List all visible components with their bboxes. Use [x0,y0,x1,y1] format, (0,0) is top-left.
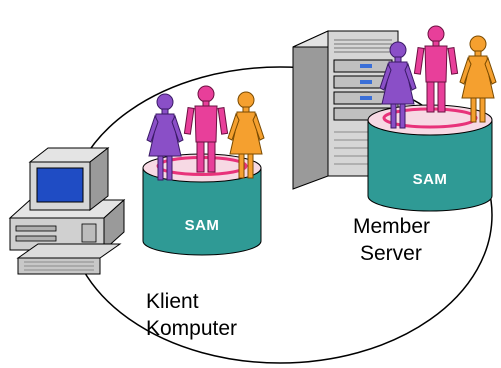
server-sam-label: SAM [413,171,448,188]
client-computer-label-line1: Klient [146,290,199,313]
server-tower [292,30,399,190]
monitor-screen [36,167,84,203]
user-pink-icon [413,25,459,113]
member-server-label-line2: Server [360,242,422,265]
client-sam-label: SAM [185,217,220,234]
server-sam-cylinder: SAM [367,104,493,212]
member-server-label-line1: Member [353,215,430,238]
client-computer [8,146,126,275]
client-computer-label-line2: Komputer [146,317,237,340]
